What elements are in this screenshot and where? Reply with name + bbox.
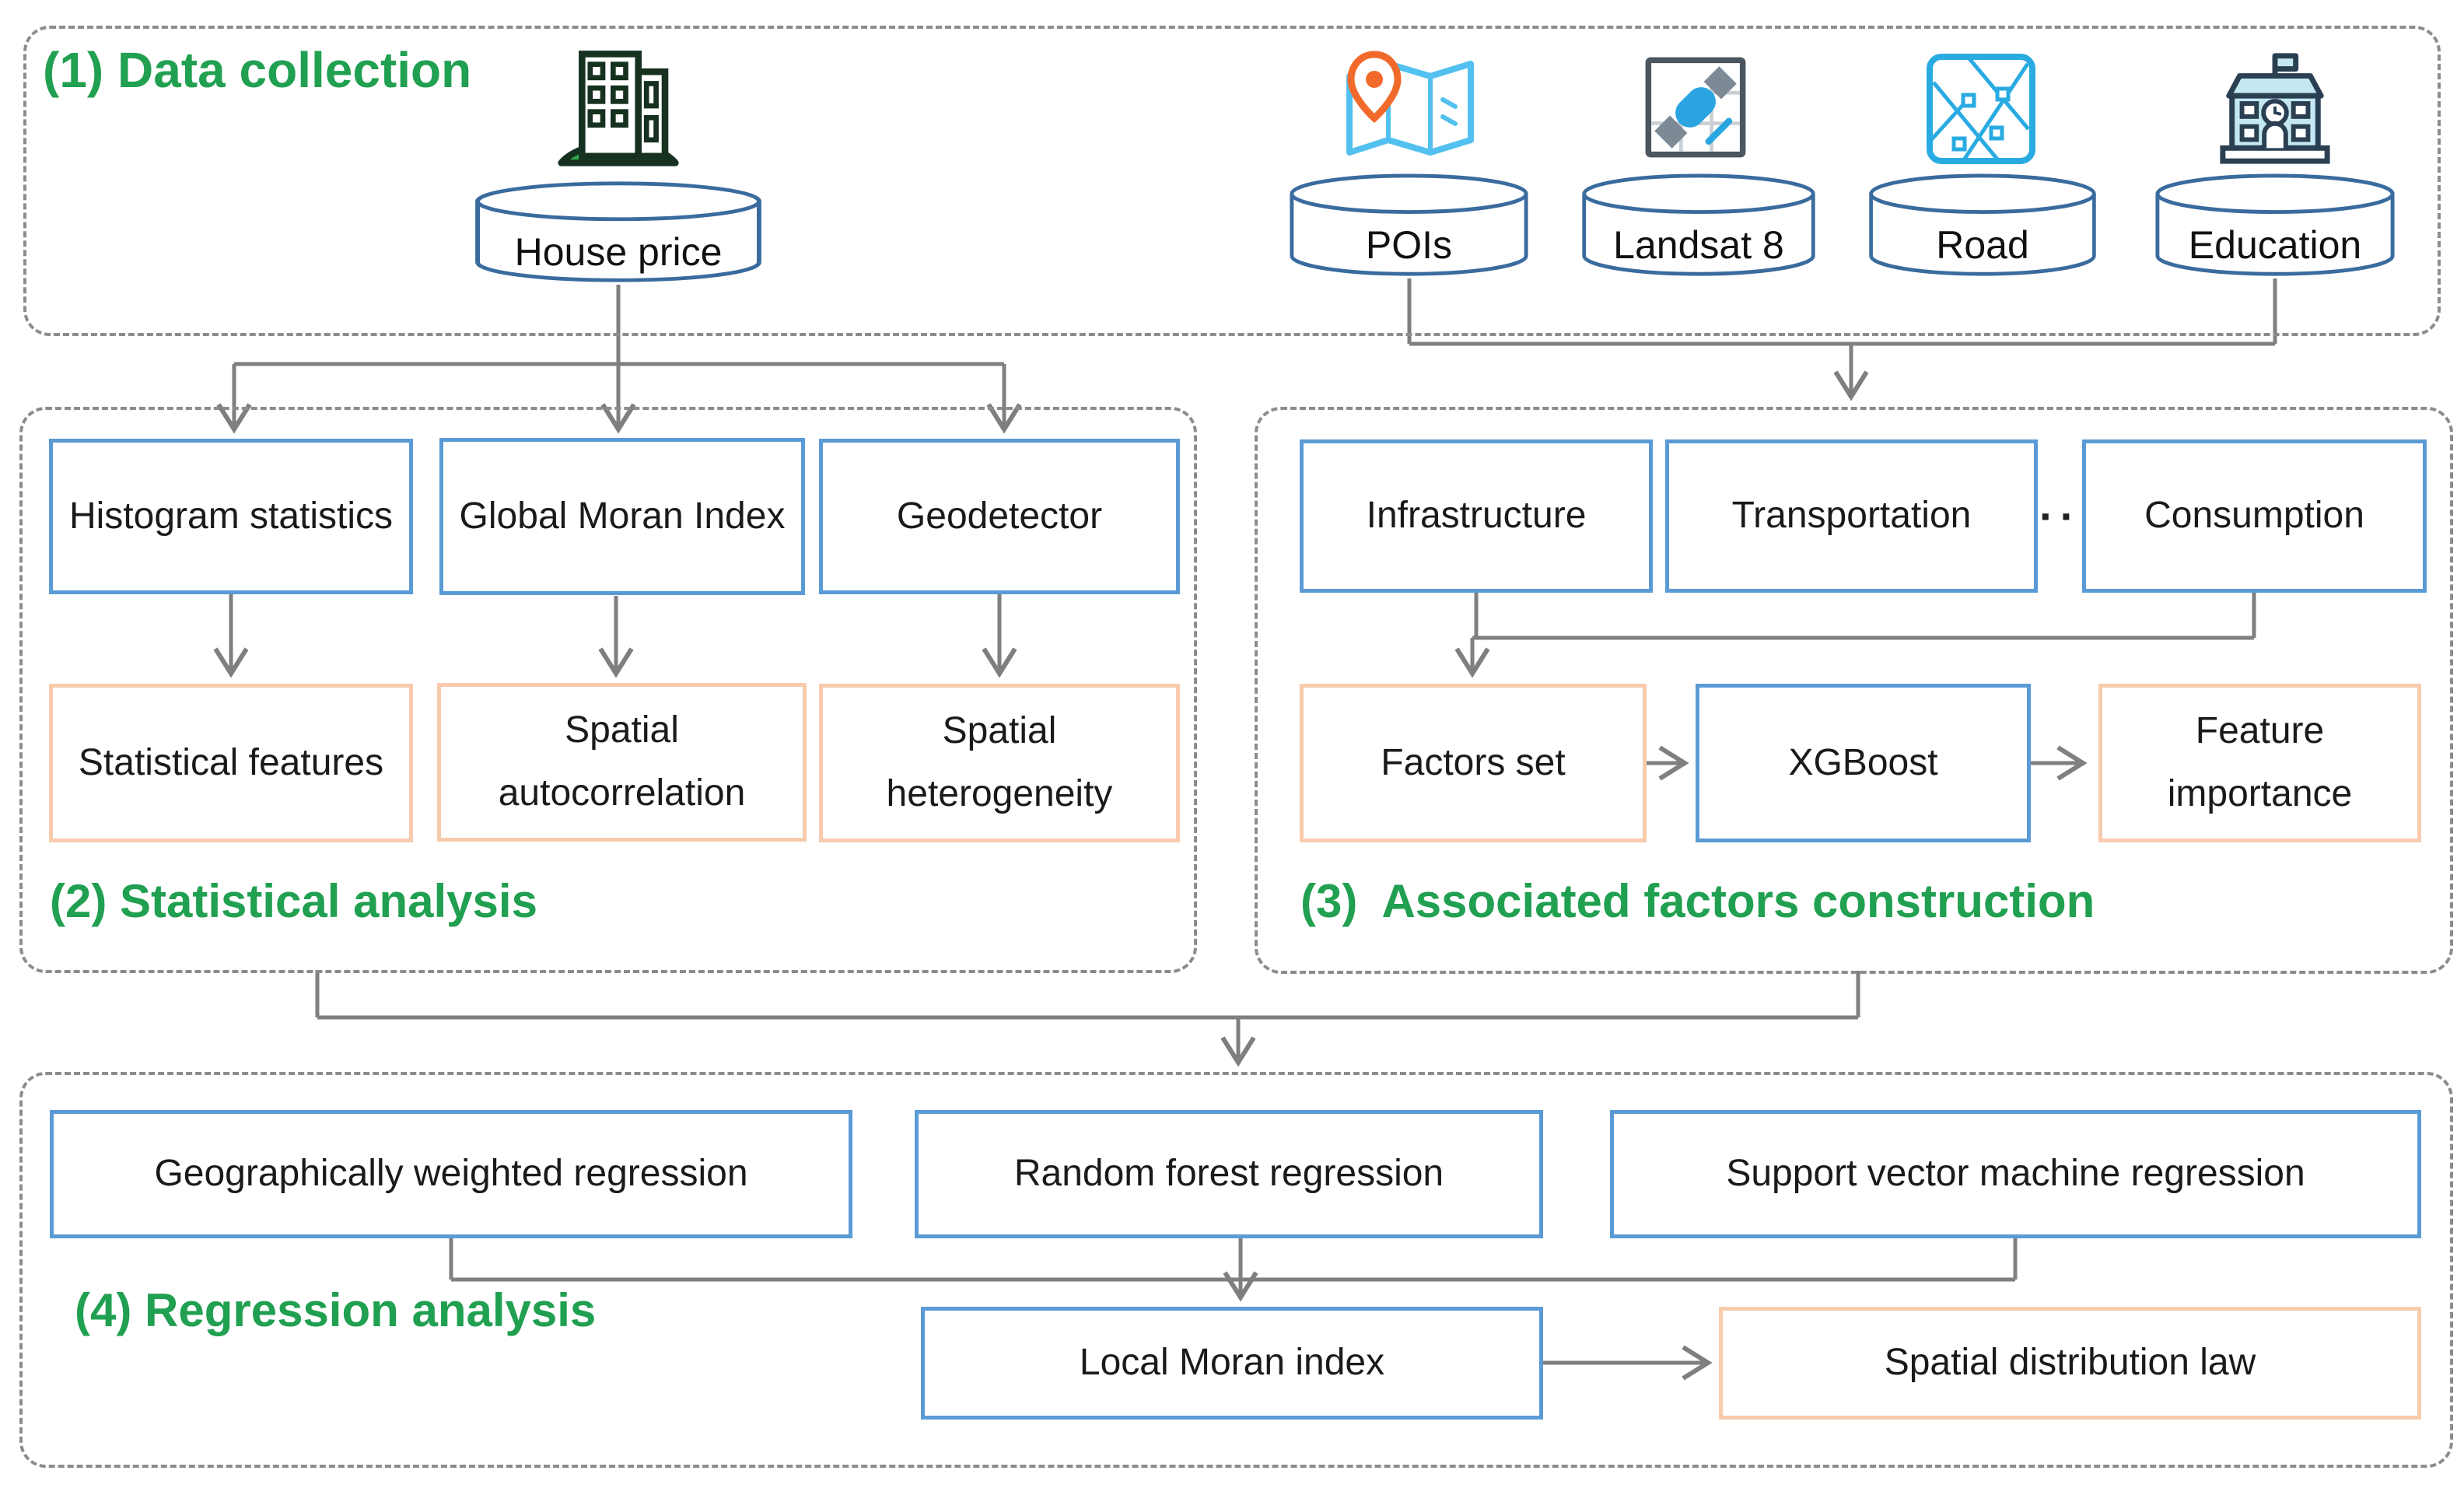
node-label: Geodetector bbox=[896, 495, 1103, 537]
cylinder-landsat8: Landsat 8 bbox=[1580, 173, 1818, 278]
section-1-data-collection bbox=[23, 26, 2441, 336]
school-icon bbox=[2220, 53, 2330, 164]
node-feature-importance: Feature importance bbox=[2098, 684, 2421, 842]
cylinder-shape bbox=[1582, 173, 1815, 276]
cylinder-shape bbox=[1290, 173, 1528, 276]
cylinder-house-price: House price bbox=[472, 180, 765, 285]
cylinder-education: Education bbox=[2153, 173, 2397, 278]
node-label: Spatial autocorrelation bbox=[498, 709, 746, 814]
node-factors-set: Factors set bbox=[1300, 684, 1647, 842]
cylinder-label: Landsat 8 bbox=[1613, 222, 1784, 267]
node-label: Consumption bbox=[2144, 495, 2364, 537]
node-label: Global Moran Index bbox=[459, 495, 786, 537]
node-histogram-statistics: Histogram statistics bbox=[49, 439, 413, 594]
satellite-icon bbox=[1645, 57, 1746, 158]
section-3-title: (3) Associated factors construction bbox=[1300, 875, 2095, 927]
node-gwr: Geographically weighted regression bbox=[50, 1110, 852, 1238]
node-infrastructure: Infrastructure bbox=[1300, 439, 1653, 593]
cylinder-label: House price bbox=[514, 229, 723, 274]
node-global-moran-index: Global Moran Index bbox=[439, 438, 805, 595]
node-label: Statistical features bbox=[78, 741, 384, 783]
cylinder-shape bbox=[1869, 173, 2096, 276]
node-geodetector: Geodetector bbox=[819, 439, 1180, 594]
node-random-forest-regression: Random forest regression bbox=[915, 1110, 1543, 1238]
cylinder-road: Road bbox=[1867, 173, 2098, 278]
node-label: Transportation bbox=[1731, 495, 1972, 537]
cylinder-label: Education bbox=[2188, 222, 2362, 267]
node-consumption: Consumption bbox=[2082, 439, 2427, 593]
cylinder-shape bbox=[475, 181, 761, 282]
section-2-title: (2) Statistical analysis bbox=[50, 875, 537, 927]
node-label: Feature importance bbox=[2167, 710, 2353, 814]
node-transportation: Transportation bbox=[1665, 439, 2038, 593]
cylinder-label: Road bbox=[1936, 222, 2029, 267]
node-label: Factors set bbox=[1381, 741, 1566, 783]
section-4-regression-analysis bbox=[19, 1072, 2453, 1468]
node-label: Infrastructure bbox=[1366, 495, 1587, 537]
map-pin-icon bbox=[1346, 51, 1474, 156]
building-icon bbox=[558, 51, 679, 166]
cylinder-shape bbox=[2155, 173, 2395, 276]
node-label: Spatial heterogeneity bbox=[886, 710, 1113, 814]
node-label: Histogram statistics bbox=[68, 495, 394, 537]
node-statistical-features: Statistical features bbox=[49, 684, 413, 842]
section-1-title: (1) Data collection bbox=[43, 42, 472, 98]
node-label: Local Moran index bbox=[1079, 1342, 1385, 1384]
road-map-icon bbox=[1927, 54, 2035, 164]
node-label: Spatial distribution law bbox=[1884, 1342, 2256, 1384]
node-spatial-distribution-law: Spatial distribution law bbox=[1719, 1307, 2421, 1420]
node-label: Random forest regression bbox=[1013, 1153, 1444, 1195]
node-xgboost: XGBoost bbox=[1696, 684, 2031, 842]
node-svm-regression: Support vector machine regression bbox=[1610, 1110, 2421, 1238]
section-4-title: (4) Regression analysis bbox=[75, 1284, 597, 1336]
cylinder-pois: POIs bbox=[1287, 173, 1531, 278]
cylinder-label: POIs bbox=[1365, 222, 1453, 267]
node-local-moran-index: Local Moran index bbox=[921, 1307, 1543, 1420]
section-3-factors-construction bbox=[1255, 407, 2453, 974]
node-label: Geographically weighted regression bbox=[154, 1153, 748, 1195]
section-2-statistical-analysis bbox=[19, 407, 1197, 973]
node-label: XGBoost bbox=[1788, 741, 1938, 783]
node-label: Support vector machine regression bbox=[1726, 1153, 2305, 1195]
node-spatial-autocorrelation: Spatial autocorrelation bbox=[437, 683, 807, 842]
node-spatial-heterogeneity: Spatial heterogeneity bbox=[819, 684, 1180, 842]
